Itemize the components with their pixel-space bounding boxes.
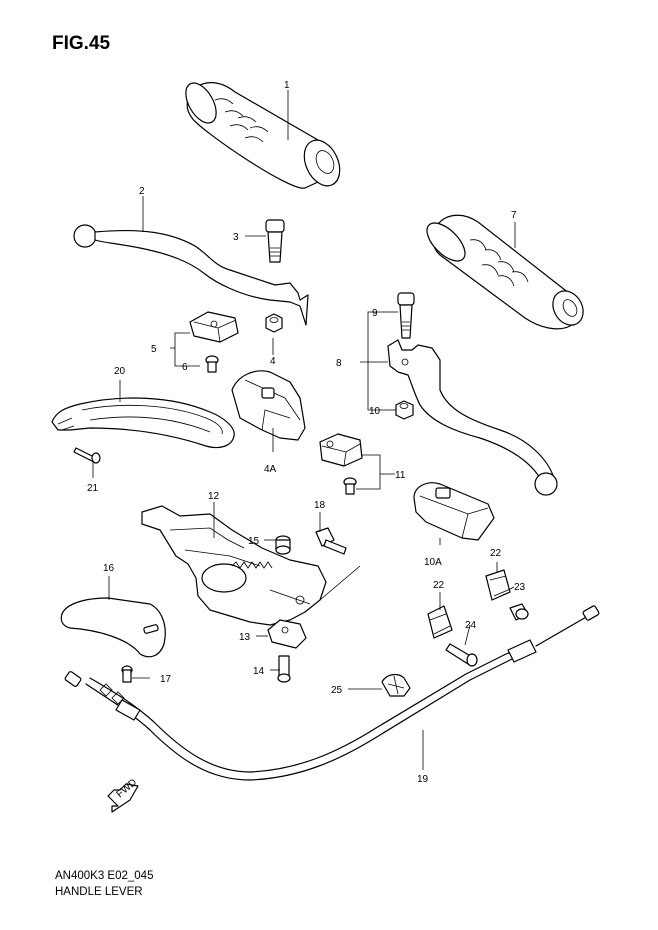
grip-left	[185, 82, 341, 189]
cover-screw	[121, 665, 133, 683]
callout-10: 10	[369, 406, 381, 417]
bracket-bolt	[277, 655, 291, 683]
callout-23: 23	[514, 582, 526, 593]
callout-numbers: 1 2 3 4 4A 5 6 7 8 9 10 10A 11 12 13 14 …	[87, 80, 526, 785]
callout-15: 15	[248, 536, 260, 547]
callout-6: 6	[182, 362, 188, 373]
rear-lever-nut	[395, 400, 414, 420]
cable-clip	[381, 673, 411, 697]
callout-21: 21	[87, 483, 99, 494]
figure-title: FIG.45	[52, 33, 111, 54]
forward-direction-arrow: FWD	[107, 777, 139, 813]
callout-22-upper: 22	[490, 548, 502, 559]
callout-25: 25	[331, 685, 343, 696]
lever-cover-10a	[413, 482, 495, 541]
brake-cable	[64, 605, 600, 781]
callout-8: 8	[336, 358, 342, 369]
callout-19: 19	[417, 774, 429, 785]
callout-4a: 4A	[264, 464, 277, 475]
callout-9: 9	[372, 308, 378, 319]
callout-2: 2	[139, 186, 145, 197]
callout-13: 13	[239, 632, 251, 643]
diagram-name: HANDLE LEVER	[55, 886, 143, 898]
parking-brake-assy	[141, 505, 361, 626]
callout-12: 12	[208, 491, 220, 502]
lever-guard	[51, 397, 235, 449]
callout-16: 16	[103, 563, 115, 574]
callout-7: 7	[511, 210, 517, 221]
lever-cover-4a	[231, 370, 306, 441]
callout-5: 5	[151, 344, 157, 355]
callout-10a: 10A	[424, 557, 442, 568]
grip-right	[426, 214, 584, 330]
diagram-code: AN400K3 E02_045	[55, 870, 154, 882]
lever-holder-clamp	[189, 311, 239, 343]
cable-clamp-lower	[427, 605, 478, 667]
callout-24: 24	[465, 620, 477, 631]
guard-screw	[73, 447, 101, 464]
pivot-bolt	[265, 219, 285, 263]
rear-holder-clamp	[319, 433, 363, 495]
leader-lines	[92, 90, 516, 770]
callout-18: 18	[314, 500, 326, 511]
nut	[265, 313, 283, 333]
callout-4: 4	[270, 356, 276, 367]
callout-3: 3	[233, 232, 239, 243]
callout-22-lower: 22	[433, 580, 445, 591]
callout-20: 20	[114, 366, 126, 377]
clamp-screw	[205, 355, 219, 373]
callout-17: 17	[160, 674, 172, 685]
rear-pivot-bolt	[397, 292, 415, 339]
lock-bracket	[267, 619, 307, 649]
brake-lever-right	[73, 224, 309, 326]
cable-clamp-upper	[485, 569, 529, 621]
callout-14: 14	[253, 666, 265, 677]
brake-lever-left	[387, 339, 558, 496]
callout-1: 1	[284, 80, 290, 91]
adjuster-collar	[275, 535, 291, 555]
assy-bolt	[315, 527, 347, 555]
lock-cover	[60, 597, 166, 658]
callout-11: 11	[395, 470, 406, 481]
